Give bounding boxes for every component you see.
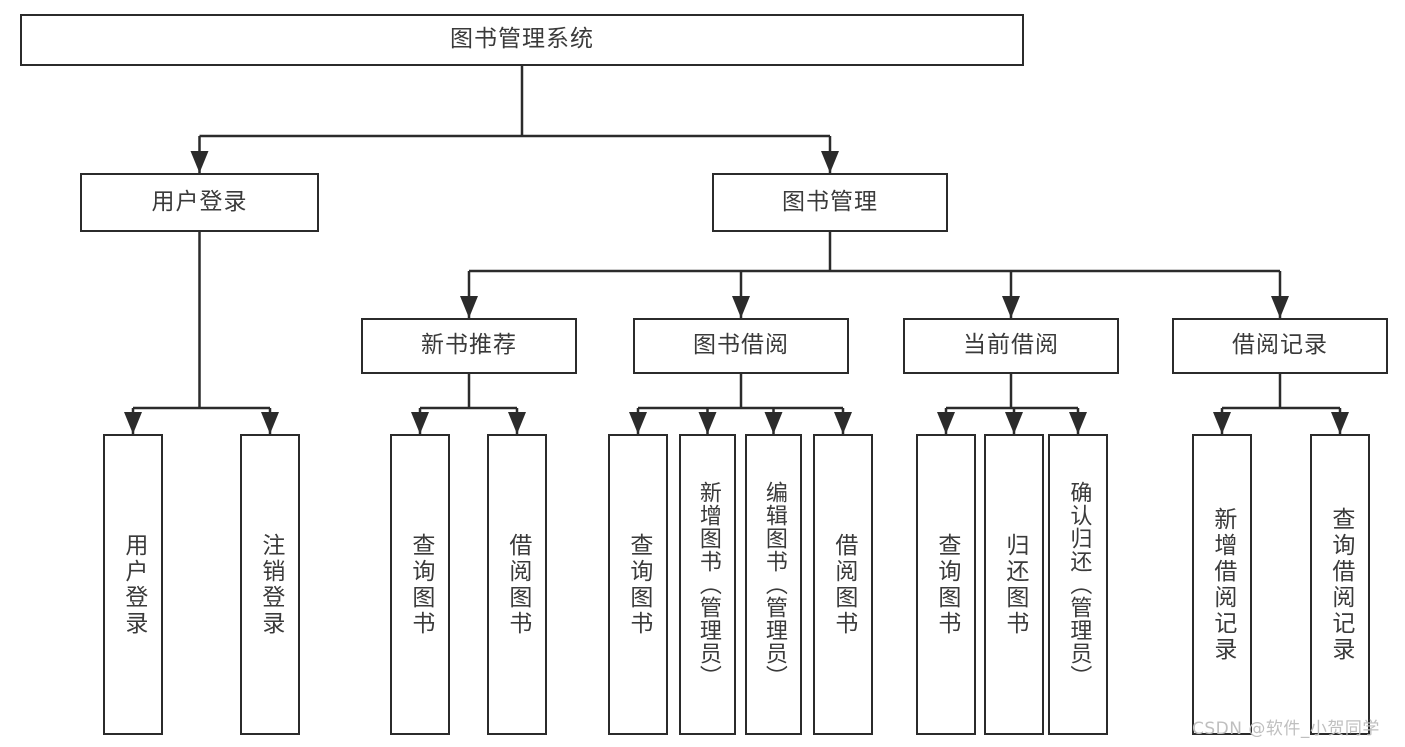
arrowhead [508, 412, 526, 434]
node-l5[interactable]: 查询图书 [608, 434, 668, 735]
node-l3[interactable]: 查询图书 [390, 434, 450, 735]
arrowhead [1271, 296, 1289, 318]
node-records[interactable]: 借阅记录 [1172, 318, 1388, 374]
node-root[interactable]: 图书管理系统 [20, 14, 1024, 66]
node-label: 用户登录 [151, 188, 248, 215]
node-l12[interactable]: 新增借阅记录 [1192, 434, 1252, 735]
node-borrow[interactable]: 图书借阅 [633, 318, 849, 374]
arrowhead [124, 412, 142, 434]
node-l6[interactable]: 新增图书（管理员） [679, 434, 736, 735]
node-label: 借阅记录 [1232, 332, 1328, 359]
node-label: 新书推荐 [421, 332, 517, 359]
node-label: 归还图书 [1001, 532, 1028, 637]
node-label: 借阅图书 [830, 532, 857, 637]
node-current[interactable]: 当前借阅 [903, 318, 1119, 374]
node-l8[interactable]: 借阅图书 [813, 434, 873, 735]
node-l4[interactable]: 借阅图书 [487, 434, 547, 735]
arrowhead [1069, 412, 1087, 434]
arrowhead [460, 296, 478, 318]
arrowhead [1213, 412, 1231, 434]
node-label: 查询图书 [933, 532, 960, 637]
node-label: 新增图书（管理员） [695, 481, 721, 688]
arrowhead [732, 296, 750, 318]
node-label: 图书借阅 [693, 332, 789, 359]
node-newbook[interactable]: 新书推荐 [361, 318, 577, 374]
node-l7[interactable]: 编辑图书（管理员） [745, 434, 802, 735]
node-login[interactable]: 用户登录 [80, 173, 319, 232]
node-label: 确认归还（管理员） [1066, 481, 1092, 688]
arrowhead [698, 412, 717, 434]
arrowhead [1005, 412, 1023, 434]
node-l11[interactable]: 确认归还（管理员） [1048, 434, 1108, 735]
arrowhead [937, 412, 955, 434]
arrowhead [629, 412, 647, 434]
arrowhead [261, 412, 279, 434]
node-l10[interactable]: 归还图书 [984, 434, 1044, 735]
node-label: 图书管理系统 [450, 26, 594, 53]
node-label: 查询图书 [625, 532, 652, 637]
node-label: 用户登录 [120, 532, 147, 637]
node-l13[interactable]: 查询借阅记录 [1310, 434, 1370, 735]
node-label: 查询借阅记录 [1327, 506, 1354, 663]
node-label: 图书管理 [782, 188, 878, 215]
node-l9[interactable]: 查询图书 [916, 434, 976, 735]
arrowhead [834, 412, 852, 434]
node-label: 新增借阅记录 [1209, 506, 1236, 663]
arrowhead [1002, 296, 1020, 318]
watermark-label: CSDN @软件_小贺同学 [1192, 719, 1380, 739]
arrowhead [764, 412, 783, 434]
node-bookmgmt[interactable]: 图书管理 [712, 173, 948, 232]
node-label: 查询图书 [407, 532, 434, 637]
node-l2[interactable]: 注销登录 [240, 434, 300, 735]
node-l1[interactable]: 用户登录 [103, 434, 163, 735]
node-label: 当前借阅 [963, 332, 1059, 359]
arrowhead [1331, 412, 1349, 434]
node-label: 注销登录 [257, 532, 284, 637]
node-label: 编辑图书（管理员） [761, 481, 787, 688]
arrowhead [411, 412, 429, 434]
node-label: 借阅图书 [504, 532, 531, 637]
arrowhead [190, 151, 209, 173]
arrowhead [821, 151, 839, 173]
